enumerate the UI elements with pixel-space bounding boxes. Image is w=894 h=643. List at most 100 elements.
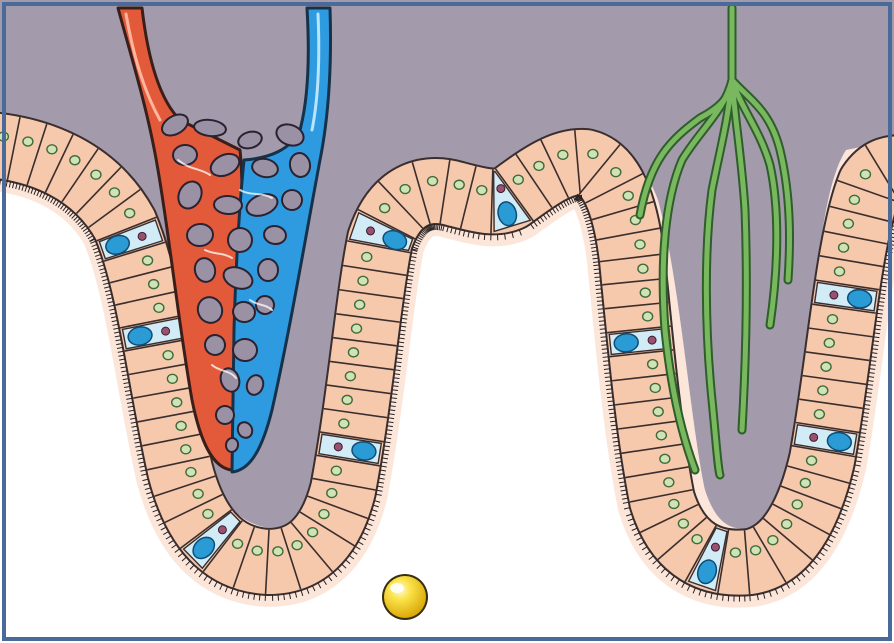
- microvillus: [603, 357, 609, 358]
- capillary-space: [232, 338, 257, 362]
- microvillus: [595, 285, 601, 286]
- microvillus: [602, 353, 608, 354]
- goblet-nucleus: [810, 433, 818, 441]
- capillary-space: [214, 195, 243, 214]
- cell-nucleus: [380, 204, 390, 213]
- cell-nucleus: [623, 191, 633, 200]
- cell-nucleus: [660, 454, 670, 463]
- cell-nucleus: [849, 195, 859, 204]
- cell-nucleus: [814, 410, 824, 419]
- cell-nucleus: [821, 362, 831, 371]
- cell-nucleus: [47, 145, 57, 154]
- goblet-nucleus: [497, 185, 505, 193]
- microvillus: [598, 313, 604, 314]
- cell-nucleus: [91, 170, 101, 179]
- microvillus: [723, 595, 724, 601]
- goblet-nucleus: [138, 232, 146, 240]
- cell-nucleus: [640, 288, 650, 297]
- microvillus: [605, 377, 611, 378]
- cell-nucleus: [345, 372, 355, 381]
- cell-nucleus: [669, 499, 679, 508]
- cell-nucleus: [172, 398, 182, 407]
- cell-nucleus: [167, 374, 177, 383]
- cell-nucleus: [782, 520, 792, 529]
- cell-nucleus: [611, 168, 621, 177]
- microvillus: [607, 393, 613, 394]
- cell-nucleus: [400, 185, 410, 194]
- microvillus: [608, 401, 614, 402]
- microvillus: [603, 365, 609, 366]
- cell-nucleus: [768, 536, 778, 545]
- microvillus: [601, 337, 607, 338]
- cell-nucleus: [751, 546, 761, 555]
- cell-nucleus: [653, 407, 663, 416]
- cell-nucleus: [860, 170, 870, 179]
- cell-nucleus: [125, 209, 135, 218]
- cell-nucleus: [828, 315, 838, 324]
- cell-nucleus: [339, 419, 349, 428]
- cell-nucleus: [643, 312, 653, 321]
- microvillus: [606, 389, 612, 390]
- microvillus: [596, 293, 602, 294]
- cell-nucleus: [163, 351, 173, 360]
- cell-nucleus: [273, 547, 283, 556]
- cell-nucleus: [839, 243, 849, 252]
- yellow-bead-icon: [382, 574, 428, 620]
- microvillus: [595, 277, 601, 278]
- microvillus: [601, 345, 607, 346]
- microvillus: [599, 321, 605, 322]
- cell-nucleus: [308, 528, 318, 537]
- microvillus: [259, 594, 260, 600]
- microvillus: [598, 309, 604, 310]
- cell-nucleus: [252, 546, 262, 555]
- microvillus: [597, 297, 603, 298]
- cell-nucleus: [664, 478, 674, 487]
- cell-nucleus: [331, 466, 341, 475]
- cell-nucleus: [843, 219, 853, 228]
- microvillus: [594, 269, 600, 270]
- cell-nucleus: [692, 535, 702, 544]
- cell-nucleus: [534, 161, 544, 170]
- microvillus: [484, 234, 485, 240]
- cell-nucleus: [143, 256, 153, 265]
- cell-nucleus: [319, 510, 329, 519]
- goblet-nucleus: [218, 526, 226, 534]
- cell-nucleus: [650, 383, 660, 392]
- microvillus: [599, 325, 605, 326]
- cell-nucleus: [176, 421, 186, 430]
- cell-nucleus: [186, 468, 196, 477]
- microvillus: [600, 333, 606, 334]
- cell-nucleus: [203, 509, 213, 518]
- cell-nucleus: [835, 267, 845, 276]
- cell-nucleus: [23, 137, 33, 146]
- cell-nucleus: [477, 186, 487, 195]
- microvillus: [278, 595, 279, 601]
- goblet-nucleus: [162, 327, 170, 335]
- cell-nucleus: [181, 445, 191, 454]
- cell-nucleus: [362, 252, 372, 261]
- microvillus: [607, 397, 613, 398]
- goblet-nucleus: [830, 291, 838, 299]
- microvillus: [595, 281, 601, 282]
- cell-nucleus: [807, 456, 817, 465]
- cell-nucleus: [800, 478, 810, 487]
- cell-nucleus: [154, 303, 164, 312]
- cell-nucleus: [358, 276, 368, 285]
- cell-nucleus: [348, 348, 358, 357]
- microvillus: [596, 289, 602, 290]
- microvillus: [603, 361, 609, 362]
- cell-nucleus: [678, 519, 688, 528]
- cell-nucleus: [818, 386, 828, 395]
- cell-nucleus: [109, 188, 119, 197]
- cell-nucleus: [792, 500, 802, 509]
- cell-nucleus: [730, 548, 740, 557]
- goblet-nucleus: [648, 336, 656, 344]
- microvillus: [601, 341, 607, 342]
- microvillus: [597, 301, 603, 302]
- cell-nucleus: [454, 180, 464, 189]
- microvillus: [604, 369, 610, 370]
- cell-nucleus: [638, 264, 648, 273]
- cell-nucleus: [656, 431, 666, 440]
- microvillus: [604, 373, 610, 374]
